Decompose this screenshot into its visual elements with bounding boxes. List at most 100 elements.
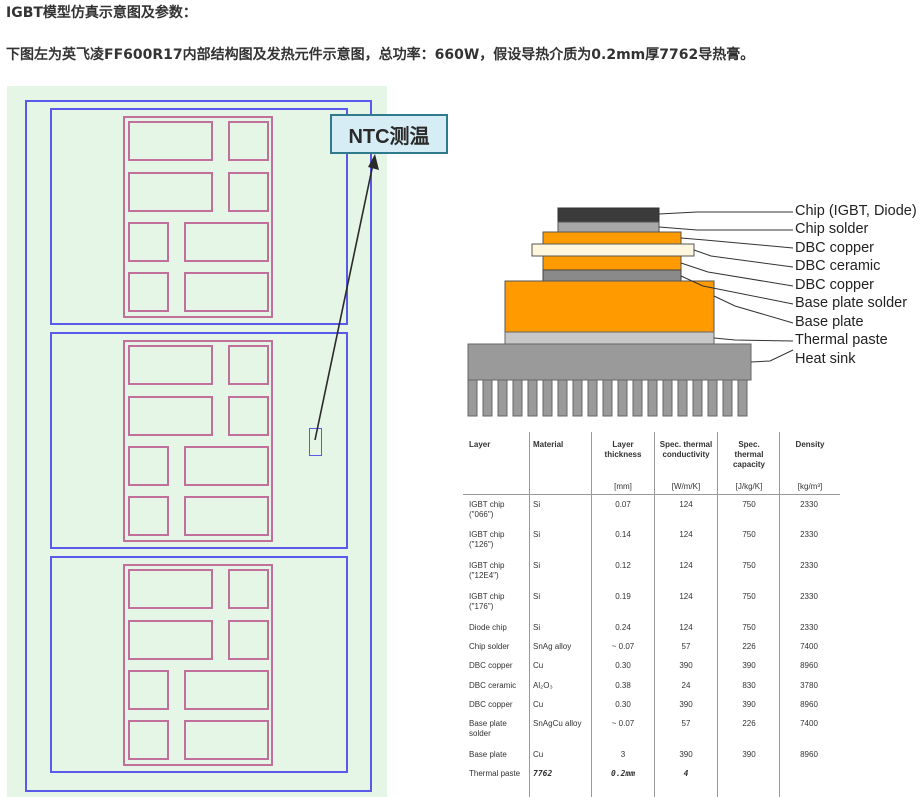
substrate-outline (123, 564, 273, 766)
module-outer-frame (25, 100, 372, 792)
ntc-label: NTC测温 (330, 114, 448, 154)
layer-label-dbc-copper-top: DBC copper (795, 240, 874, 256)
table-cell-capacity: 750 (742, 561, 756, 570)
chip-diode (128, 496, 169, 536)
table-cell-conductivity: 390 (679, 700, 693, 709)
table-cell-conductivity: 57 (681, 642, 691, 651)
table-cell-thickness: 0.38 (615, 681, 631, 690)
page-title: IGBT模型仿真示意图及参数： (6, 5, 197, 21)
table-cell-density: 7400 (800, 719, 818, 728)
table-cell-layer: Thermal paste (469, 769, 521, 778)
table-cell-density: 8960 (800, 661, 818, 670)
chip-diode (128, 222, 169, 262)
table-cell-material: Si (533, 623, 541, 632)
table-cell-density: 2330 (800, 592, 818, 601)
substrate-outline (123, 116, 273, 318)
chip-igbt (128, 345, 213, 385)
table-cell-conductivity: 124 (679, 561, 693, 570)
module-section (50, 108, 348, 325)
table-cell-capacity: 226 (742, 719, 756, 728)
layer-label-thermal-paste: Thermal paste (795, 332, 888, 348)
table-cell-conductivity: 124 (679, 530, 693, 539)
ntc-arrow (314, 154, 379, 441)
table-cell-density: 2330 (800, 561, 818, 570)
table-cell-capacity: 750 (742, 500, 756, 509)
chip-igbt (128, 172, 213, 212)
table-cell-conductivity: 4 (683, 769, 689, 778)
table-cell-material: Cu (533, 700, 544, 709)
chip-igbt (128, 569, 213, 609)
description-text: 下图左为英飞凌FF600R17内部结构图及发热元件示意图，总功率：660W，假设… (6, 47, 755, 63)
table-cell-conductivity: 390 (679, 661, 693, 670)
table-unit-capacity: [J/kg/K] (735, 482, 763, 491)
table-cell-capacity: 750 (742, 530, 756, 539)
table-cell-capacity: 750 (742, 623, 756, 632)
chip-diode (228, 396, 269, 436)
heat-sink (467, 343, 752, 417)
table-cell-conductivity: 24 (681, 681, 691, 690)
chip-igbt (128, 620, 213, 660)
table-cell-density: 3780 (800, 681, 818, 690)
table-cell-layer: IGBT chip ("176") (469, 592, 505, 611)
table-cell-thickness: ~ 0.07 (611, 642, 635, 651)
table-cell-layer: DBC copper (469, 661, 513, 670)
layer-label-heat-sink: Heat sink (795, 351, 856, 367)
parameter-table: Layer Material Layer thickness Spec. the… (463, 432, 840, 797)
layer-label-dbc-ceramic: DBC ceramic (795, 258, 881, 274)
table-cell-conductivity: 124 (679, 500, 693, 509)
table-cell-layer: Chip solder (469, 642, 510, 651)
table-unit-thickness: [mm] (614, 482, 632, 491)
chip-igbt (128, 121, 213, 161)
module-layout-figure (7, 86, 387, 797)
table-cell-thickness: 0.30 (615, 700, 631, 709)
table-header-layer: Layer (469, 440, 491, 449)
table-cell-layer: Base plate solder (469, 719, 507, 738)
table-cell-layer: IGBT chip ("12E4") (469, 561, 505, 580)
layer-thermal-paste (504, 331, 715, 345)
table-cell-capacity: 390 (742, 661, 756, 670)
layer-baseplate-solder (542, 269, 682, 282)
table-cell-thickness: 0.2mm (610, 769, 636, 778)
module-section (50, 556, 348, 773)
table-cell-layer: Diode chip (469, 623, 507, 632)
layer-chip-solder (557, 221, 660, 233)
table-cell-layer: DBC copper (469, 700, 513, 709)
chip-igbt (184, 720, 269, 760)
table-cell-density: 2330 (800, 623, 818, 632)
table-header-conductivity: Spec. thermal conductivity (659, 440, 713, 459)
layer-label-chip-solder: Chip solder (795, 221, 869, 237)
chip-diode (228, 620, 269, 660)
table-cell-thickness: 0.12 (615, 561, 631, 570)
table-cell-conductivity: 124 (679, 623, 693, 632)
ntc-sensor (309, 428, 322, 456)
table-unit-conductivity: [W/m/K] (671, 482, 701, 491)
table-cell-thickness: 0.14 (615, 530, 631, 539)
table-cell-density: 7400 (800, 642, 818, 651)
table-header-density: Density (795, 440, 825, 449)
table-cell-density: 2330 (800, 500, 818, 509)
table-cell-material: 7762 (533, 769, 553, 778)
layer-label-baseplate: Base plate (795, 314, 864, 330)
table-cell-conductivity: 390 (679, 750, 693, 759)
table-header-material: Material (533, 440, 564, 449)
layer-label-baseplate-solder: Base plate solder (795, 295, 908, 311)
table-cell-material: Si (533, 530, 541, 539)
table-cell-capacity: 226 (742, 642, 756, 651)
table-cell-conductivity: 57 (681, 719, 691, 728)
chip-diode (228, 172, 269, 212)
table-cell-thickness: 3 (620, 750, 626, 759)
table-cell-thickness: 0.30 (615, 661, 631, 670)
chip-diode (128, 720, 169, 760)
table-cell-capacity: 830 (742, 681, 756, 690)
chip-diode (128, 670, 169, 710)
table-cell-thickness: 0.19 (615, 592, 631, 601)
chip-diode (228, 345, 269, 385)
table-cell-material: SnAgCu alloy (533, 719, 582, 728)
table-cell-layer: IGBT chip ("066") (469, 500, 505, 519)
table-cell-density: 8960 (800, 700, 818, 709)
table-cell-thickness: ~ 0.07 (611, 719, 635, 728)
substrate-outline (123, 340, 273, 542)
chip-diode (128, 272, 169, 312)
table-cell-thickness: 0.24 (615, 623, 631, 632)
table-cell-thickness: 0.07 (615, 500, 631, 509)
